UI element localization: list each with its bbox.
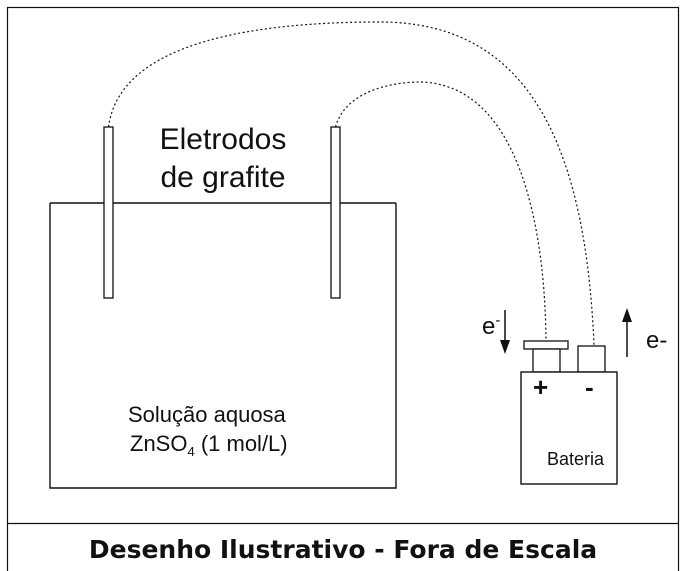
positive-terminal (532, 348, 561, 373)
formula-subscript: 4 (187, 444, 195, 459)
wire-inner (334, 81, 547, 341)
battery-body (520, 371, 618, 485)
solution-label: Solução aquosa (128, 402, 286, 427)
battery-plus-sign: + (533, 372, 549, 402)
left-electrode (103, 126, 114, 299)
electrodes-label-line2: de grafite (160, 161, 286, 194)
electron-arrow-up (622, 308, 632, 357)
electrodes-label: Eletrodos de grafite (148, 121, 298, 197)
beaker (49, 203, 397, 489)
electron-label-right: e- (646, 327, 668, 354)
electron-charge: - (495, 312, 501, 329)
solution-formula: ZnSO4 (1 mol/L) (130, 431, 288, 459)
electron-symbol: e (482, 313, 496, 340)
right-electrode (330, 126, 341, 299)
electron-label-left: e- (482, 313, 500, 339)
negative-terminal (577, 345, 606, 373)
electron-arrow-down (500, 310, 510, 354)
battery-minus-sign: - (585, 372, 594, 402)
frame-border (6, 6, 680, 571)
formula-main: ZnSO (130, 431, 188, 456)
electrodes-label-line1: Eletrodos (159, 123, 287, 156)
formula-concentration: (1 mol/L) (194, 431, 288, 456)
figure-caption: Desenho Ilustrativo - Fora de Escala (88, 535, 598, 564)
positive-terminal-cap (523, 340, 569, 350)
battery-label: Bateria (547, 449, 605, 469)
